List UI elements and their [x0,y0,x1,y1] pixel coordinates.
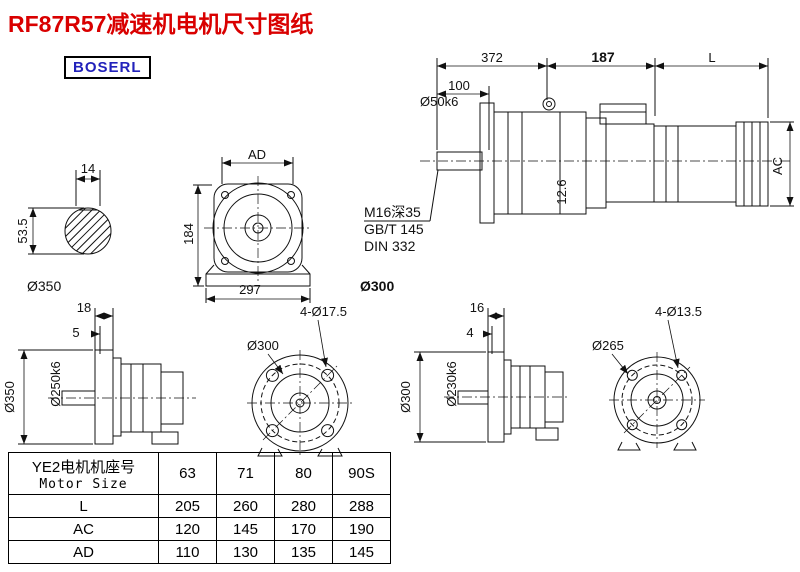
dim-l: L [708,50,715,65]
bolt-hole [676,419,688,431]
dim-d250k6: Ø250k6 [48,361,63,407]
foot [673,441,697,451]
note-gbt145: GB/T 145 [364,221,424,237]
table-row-ad: AD 110 130 135 145 [8,540,391,564]
table-row-ac: AC 120 145 170 190 [8,517,391,541]
dim-d350-flange: Ø350 [2,381,17,413]
dim-16: 16 [470,300,484,315]
motor-size-table: YE2电机机座号 Motor Size 63 71 80 90S L 205 2… [8,452,391,564]
bolt-hole [321,368,335,382]
table-cell: 190 [332,517,391,541]
table-cell: 135 [274,540,333,564]
bolt-hole [676,369,688,381]
dim-ad: AD [248,147,266,162]
dim-4xd13-5: 4-Ø13.5 [655,304,702,319]
view-shaft-section: 14 53.5 Ø350 [15,161,112,294]
table-cell: 288 [332,494,391,518]
table-cell: 120 [158,517,217,541]
view-flange-b14: 4-Ø13.5 Ø265 [592,304,705,451]
dim-297: 297 [239,282,261,297]
table-cell: 280 [274,494,333,518]
dim-d230k6: Ø230k6 [444,361,459,407]
dim-187: 187 [591,49,615,65]
bolt-hole [265,424,279,438]
table-header-cell: YE2电机机座号 Motor Size [8,452,159,495]
row-label: L [8,494,159,518]
foot [535,427,559,441]
table-cell: 145 [332,540,391,564]
dim-d300-flange: Ø300 [398,381,413,413]
dim-4xd17-5: 4-Ø17.5 [300,304,347,319]
bolt-hole [626,419,638,431]
view-assembly: 372 187 L 100 Ø50k6 [364,49,794,254]
output-shaft [436,151,483,171]
table-header-en: Motor Size [39,476,128,492]
dim-shaft-d50k6: Ø50k6 [420,94,458,109]
dim-d300-label: Ø300 [360,278,394,294]
dim-d265: Ø265 [592,338,624,353]
table-row-l: L 205 260 280 288 [8,494,391,518]
terminal-box [599,103,647,125]
table-cell: 170 [274,517,333,541]
table-cell: 130 [216,540,275,564]
bolt-hole [626,369,638,381]
note-m16: M16深35 [364,204,421,220]
table-cell: 205 [158,494,217,518]
size-63: 63 [158,452,217,495]
bolt-hole [321,424,335,438]
page-title: RF87R57减速机电机尺寸图纸 [8,11,314,37]
table-cell: 145 [216,517,275,541]
dim-d300-bolt-circle: Ø300 [247,338,279,353]
shaft-stub [457,390,489,405]
foot [151,431,179,445]
row-label: AD [8,540,159,564]
mounting-base [205,264,311,287]
dim-key-14: 14 [81,161,95,176]
bolt-hole [265,368,279,382]
dim-100: 100 [448,78,470,93]
dim-d350-disc: Ø350 [27,278,61,294]
size-90s: 90S [332,452,391,495]
dim-53-5: 53.5 [15,218,30,243]
shaft-section-circle [64,207,112,255]
size-80: 80 [274,452,333,495]
view-side-b14: 16 4 Ø300 Ø230k6 [398,300,570,443]
adapter-flange [585,117,607,209]
view-side-b5: 18 5 Ø350 Ø250k6 [2,300,196,445]
size-71: 71 [216,452,275,495]
eyebolt [542,97,556,111]
table-header-cn: YE2电机机座号 [31,458,136,476]
view-flange-b5: 4-Ø17.5 Ø300 [247,304,353,457]
dim-12-6: 12.6 [554,179,569,204]
view-front: AD 184 297 Ø300 [181,147,394,303]
brand-logo: BOSERL [64,56,151,79]
note-din332: DIN 332 [364,238,416,254]
table-header-row: YE2电机机座号 Motor Size 63 71 80 90S [8,452,391,495]
row-label: AC [8,517,159,541]
adapter-bell [605,123,655,203]
flange-disc [94,349,114,445]
dim-184: 184 [181,223,196,245]
dim-18: 18 [77,300,91,315]
dim-ac: AC [770,157,785,175]
foot [617,441,641,451]
table-cell: 260 [216,494,275,518]
dim-372: 372 [481,50,503,65]
table-cell: 110 [158,540,217,564]
dim-5: 5 [72,325,79,340]
dim-4: 4 [466,325,473,340]
